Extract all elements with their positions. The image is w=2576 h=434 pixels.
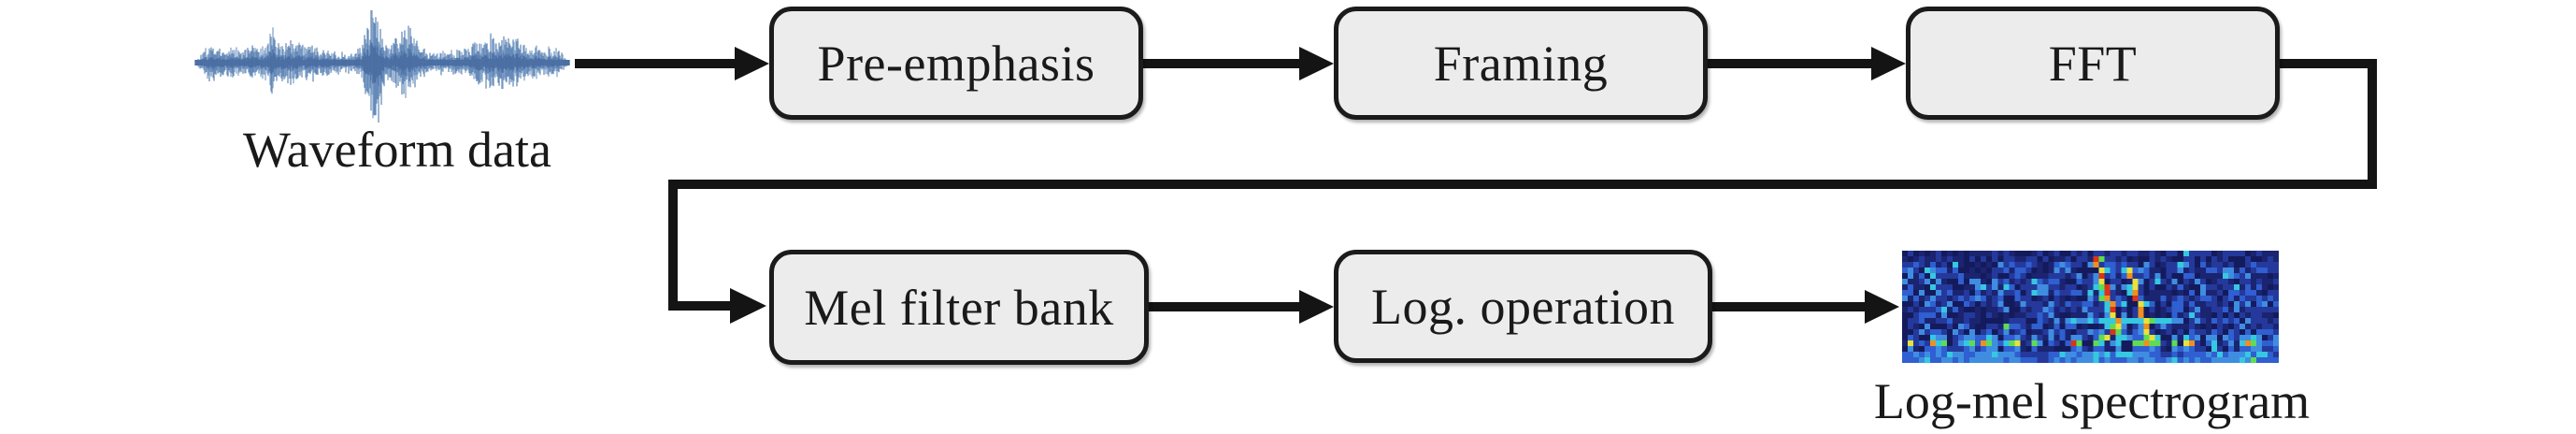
arrowhead-icon xyxy=(730,288,766,324)
node-framing: Framing xyxy=(1334,7,1708,120)
arrowhead-icon xyxy=(1871,47,1906,80)
node-fft-label: FFT xyxy=(2048,35,2138,92)
waveform-image xyxy=(192,5,575,123)
spectrogram-image xyxy=(1902,251,2279,363)
node-mel-filter-bank-label: Mel filter bank xyxy=(804,279,1114,336)
node-pre-emphasis-label: Pre-emphasis xyxy=(817,35,1095,92)
arrowhead-icon xyxy=(735,47,769,80)
node-log-operation-label: Log. operation xyxy=(1371,278,1675,335)
node-fft: FFT xyxy=(1906,7,2280,120)
node-framing-label: Framing xyxy=(1433,35,1609,92)
arrowhead-icon xyxy=(1865,290,1899,324)
node-log-operation: Log. operation xyxy=(1334,250,1712,363)
node-pre-emphasis: Pre-emphasis xyxy=(769,7,1143,120)
elbow-connector-fft-to-melfilter xyxy=(668,59,2377,311)
waveform-caption: Waveform data xyxy=(243,122,551,178)
arrowhead-icon xyxy=(1299,47,1334,80)
node-mel-filter-bank: Mel filter bank xyxy=(769,250,1149,365)
spectrogram-caption: Log-mel spectrogram xyxy=(1873,373,2311,429)
arrowhead-icon xyxy=(1299,290,1334,324)
